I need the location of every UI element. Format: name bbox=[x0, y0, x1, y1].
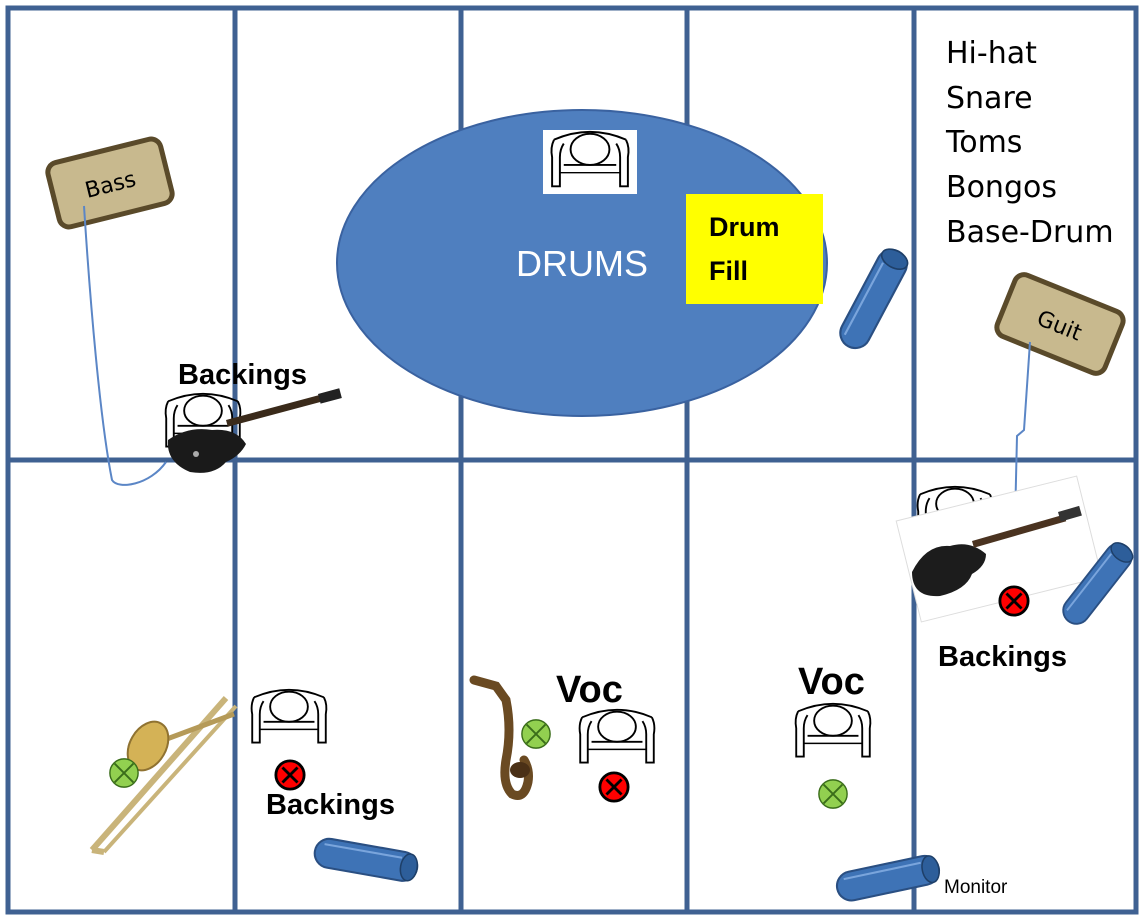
drummer-seat bbox=[543, 130, 637, 194]
bass-guitar-icon bbox=[167, 388, 342, 473]
drum-part-item: Snare bbox=[946, 81, 1033, 116]
drum-part-item: Base-Drum bbox=[946, 215, 1114, 250]
chair-icon bbox=[250, 688, 328, 744]
electric-guitar-icon bbox=[895, 475, 1103, 623]
red-mic-icon bbox=[998, 585, 1030, 617]
voc-label: Voc bbox=[798, 661, 865, 703]
backings-label: Backings bbox=[178, 359, 307, 391]
drum-riser: DRUMS bbox=[336, 109, 828, 417]
green-mic-icon bbox=[520, 718, 552, 750]
drum-parts-list: Hi-hat Snare Toms Bongos Base-Drum bbox=[945, 36, 1114, 250]
chair-icon bbox=[578, 708, 656, 764]
backings-label: Backings bbox=[266, 789, 395, 821]
drum-fill-label-line2: Fill bbox=[709, 256, 748, 286]
backings-label: Backings bbox=[938, 641, 1067, 673]
green-mic-icon bbox=[108, 757, 140, 789]
voc-label: Voc bbox=[556, 669, 623, 711]
bass-cable bbox=[83, 205, 167, 486]
green-mic-icon bbox=[817, 778, 849, 810]
drums-label: DRUMS bbox=[516, 243, 648, 284]
drum-part-item: Toms bbox=[945, 125, 1022, 160]
guitar-cable bbox=[1014, 341, 1031, 523]
guitar-amp: Guit bbox=[994, 272, 1126, 376]
bass-amp: Bass bbox=[45, 136, 175, 230]
drum-part-item: Bongos bbox=[946, 170, 1057, 205]
saxophone-icon bbox=[469, 675, 533, 800]
chair-icon bbox=[794, 702, 872, 758]
trombone-icon bbox=[89, 696, 238, 855]
red-mic-icon bbox=[274, 759, 306, 791]
drum-part-item: Hi-hat bbox=[946, 36, 1037, 71]
monitor-wedge-icon bbox=[833, 852, 943, 905]
drum-fill-box: Drum Fill bbox=[686, 194, 823, 304]
drum-fill-label-line1: Drum bbox=[709, 212, 780, 242]
monitor-wedge-icon bbox=[311, 835, 421, 885]
monitor-wedge-icon bbox=[833, 243, 914, 355]
monitor-label: Monitor bbox=[944, 877, 1008, 898]
red-mic-icon bbox=[598, 771, 630, 803]
